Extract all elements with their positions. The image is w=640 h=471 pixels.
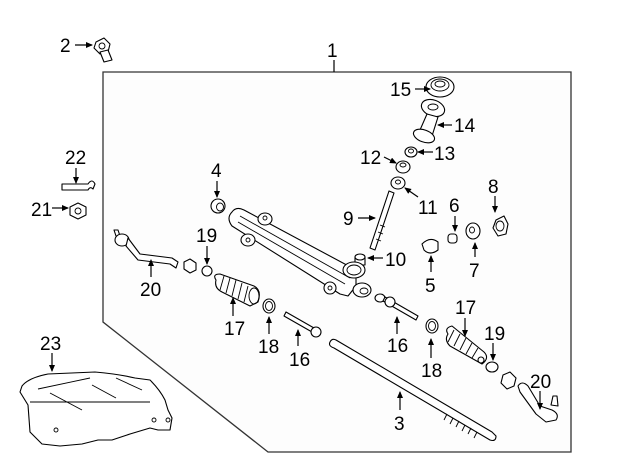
callout-7[interactable]: 7 [469,261,480,282]
callout-20-right[interactable]: 20 [530,372,551,393]
rack-part[interactable] [328,338,497,442]
inner-tie-rod-right-part[interactable] [374,293,419,321]
nut-part[interactable] [69,202,87,220]
boot-clamp-right-part[interactable] [425,318,439,334]
outer-tie-rod-right-part[interactable] [517,382,559,423]
callout-13[interactable]: 13 [434,144,455,165]
callout-8[interactable]: 8 [488,177,499,198]
dust-boot-part[interactable] [412,96,447,145]
callout-16-left[interactable]: 16 [289,350,310,371]
pinion-shaft-part[interactable] [369,190,395,251]
snap-ring-part[interactable] [404,146,418,158]
boot-right-part[interactable] [445,325,488,365]
callout-17-left[interactable]: 17 [224,319,245,340]
oil-seal-part[interactable] [395,160,411,174]
callout-20-left[interactable]: 20 [140,280,161,301]
callout-17-right[interactable]: 17 [455,298,476,319]
bolt-part[interactable] [93,37,113,63]
callout-arrow-12 [383,156,397,164]
callout-2[interactable]: 2 [60,36,71,57]
callout-19-left[interactable]: 19 [196,226,217,247]
outer-tie-rod-left-part[interactable] [113,229,179,269]
cotter-pin-part[interactable] [61,180,96,191]
lock-nut-part[interactable] [492,215,509,237]
callout-15[interactable]: 15 [390,80,411,101]
callout-3[interactable]: 3 [394,414,405,435]
heat-shield-part[interactable] [19,371,173,447]
cap-part[interactable] [425,76,455,98]
callout-10[interactable]: 10 [385,250,406,271]
rack-housing-part[interactable] [228,207,372,298]
callout-5[interactable]: 5 [425,276,436,297]
callout-9[interactable]: 9 [343,209,354,230]
callout-4[interactable]: 4 [211,161,222,182]
boot-clamp-left-part[interactable] [262,298,276,314]
inner-tie-rod-left-part[interactable] [283,311,322,338]
callout-6[interactable]: 6 [449,196,460,217]
tie-rod-nut-right-part[interactable] [500,371,517,390]
callout-23[interactable]: 23 [40,334,61,355]
tie-rod-nut-left-part[interactable] [183,258,197,274]
callout-18-left[interactable]: 18 [258,337,279,358]
callout-1[interactable]: 1 [327,41,338,62]
rack-guide-part[interactable] [465,222,481,240]
spring-part[interactable] [447,233,458,244]
boot-clip-right-part[interactable] [485,361,499,373]
callout-16-right[interactable]: 16 [387,336,408,357]
callout-19-right[interactable]: 19 [484,324,505,345]
callout-11[interactable]: 11 [418,198,438,219]
callout-12[interactable]: 12 [360,148,381,169]
callout-21[interactable]: 21 [31,200,52,221]
callout-18-right[interactable]: 18 [421,361,442,382]
callout-22[interactable]: 22 [65,148,86,169]
plug-part[interactable] [421,238,439,254]
callout-14[interactable]: 14 [454,116,476,137]
bearing-upper-part[interactable] [390,176,406,190]
bushing-part[interactable] [210,198,226,214]
boot-clip-left-part[interactable] [201,265,213,277]
boot-left-part[interactable] [214,273,260,307]
callout-arrow-11 [404,187,419,198]
